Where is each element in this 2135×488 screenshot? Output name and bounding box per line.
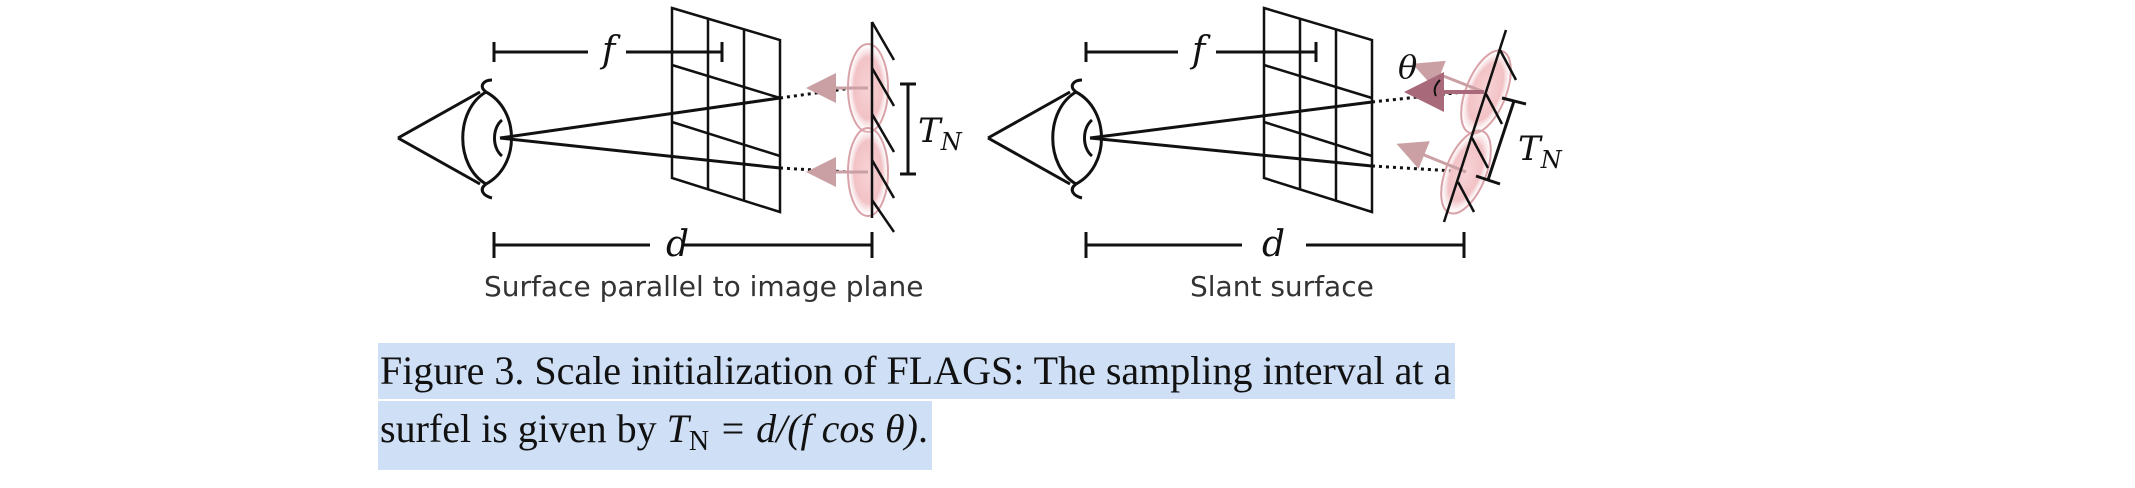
math-subscript: N [688,426,710,457]
eye-icon [987,78,1103,200]
image-plane-grid [1262,6,1374,214]
view-rays [1089,100,1373,168]
figure-diagram: f [397,6,1563,265]
surfels [806,43,889,217]
caption-text: surfel is given by [380,406,667,451]
distance-symbol: d [666,224,689,265]
eye-icon [397,78,513,200]
interval-bracket [900,82,916,176]
math-formula: = d/(f cos θ) [709,406,918,451]
left-panel-label: Surface parallel to image plane [484,270,924,303]
figure-caption: Figure 3. Scale initialization of FLAGS:… [378,343,1456,472]
surface-line [870,21,896,233]
image-plane-grid [670,6,782,214]
math-T: T [666,406,689,451]
focal-symbol: f [599,30,621,71]
distance-symbol: d [1262,224,1285,265]
interval-symbol: TN [918,111,963,156]
left-panel: f [397,6,963,265]
caption-period: . [917,406,928,451]
interval-symbol: TN [1518,129,1563,174]
caption-line-1: Figure 3. Scale initialization of FLAGS:… [378,343,1456,399]
caption-line-2: surfel is given by TN = d/(f cos θ). [378,401,932,470]
focal-length-dimension [492,42,724,62]
focal-symbol: f [1189,30,1211,71]
surface-line [1442,29,1518,223]
distance-dimension [1084,232,1466,258]
right-panel: f [987,6,1563,265]
right-panel-label: Slant surface [1190,270,1374,303]
view-rays [499,96,781,170]
interval-bracket [1475,96,1527,186]
angle-symbol: θ [1398,48,1417,86]
distance-dimension [492,232,874,258]
